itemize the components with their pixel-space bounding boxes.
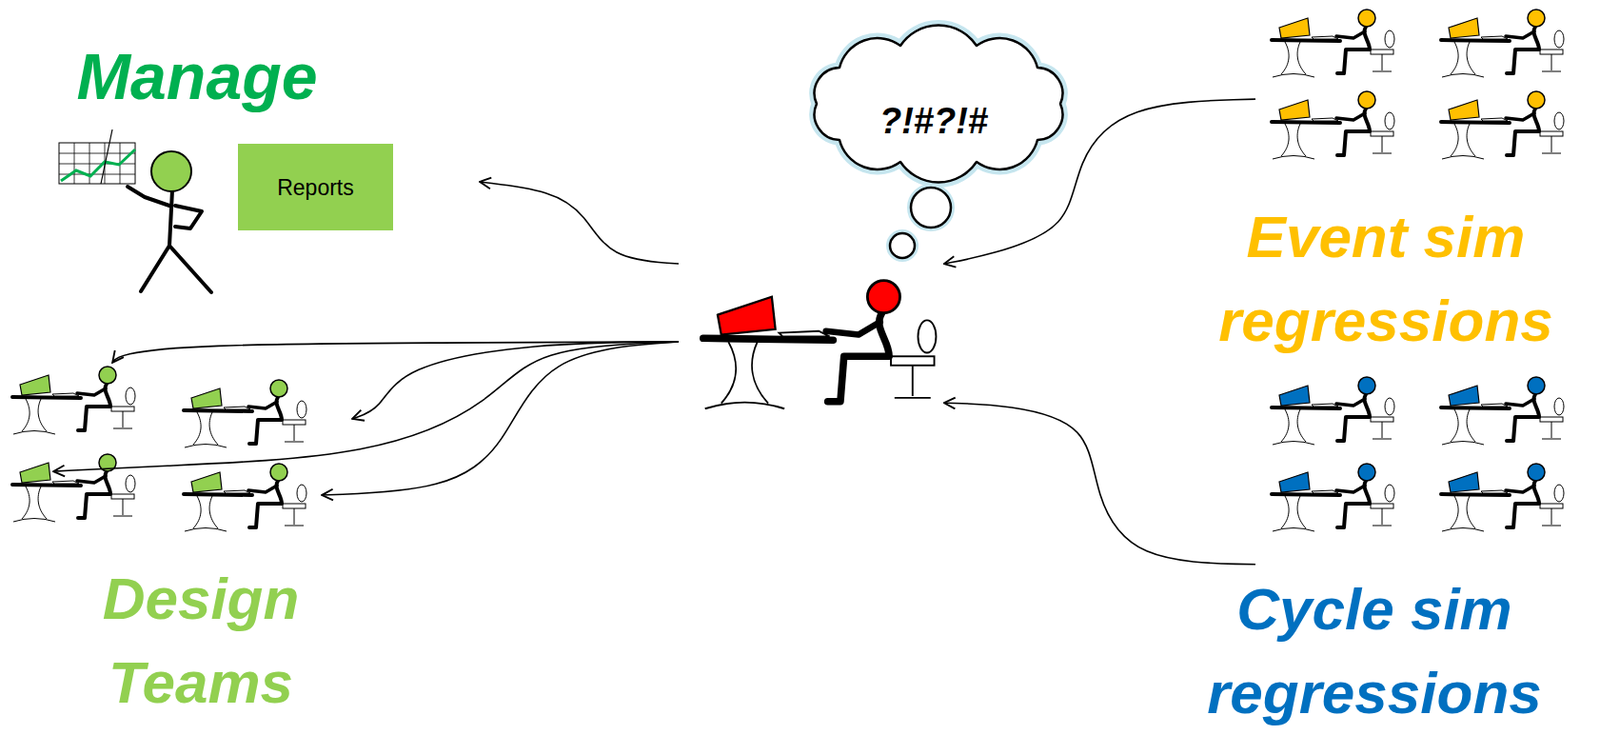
chart-frame xyxy=(59,142,136,184)
chart-trend xyxy=(60,149,136,181)
event-sim-figure xyxy=(1441,91,1564,159)
designer-figure xyxy=(12,454,136,522)
thought-bubble xyxy=(910,187,951,228)
engineer-figure xyxy=(703,280,937,410)
event-sim-figure xyxy=(1441,9,1564,78)
cycle-sim-group: Cycle sim regressions xyxy=(1255,366,1600,735)
cloud-shape xyxy=(814,25,1064,183)
group-heading: Cycle sim regressions xyxy=(1193,567,1556,735)
thought-bubble xyxy=(889,233,915,258)
designer-figure xyxy=(12,366,136,435)
connector-arrow xyxy=(53,341,679,472)
cloud-halo xyxy=(814,25,1064,183)
design-team-figures xyxy=(12,366,307,532)
connector-arrow xyxy=(944,402,1256,565)
connector-arrow xyxy=(479,181,679,264)
event-sim-figure xyxy=(1271,91,1395,159)
box-label: Reports xyxy=(276,174,355,201)
chart-grid xyxy=(59,142,136,184)
design-team-group: Design Teams xyxy=(0,333,372,735)
designer-figure xyxy=(183,463,307,532)
central-engineer xyxy=(703,280,937,410)
cloud-outline xyxy=(678,19,1079,419)
connector-arrow xyxy=(112,341,679,363)
group-heading: Manage xyxy=(54,34,340,119)
cycle-sim-figure xyxy=(1441,463,1564,532)
thought-bubble-halo xyxy=(889,233,915,258)
connector-arrow xyxy=(944,98,1256,264)
group-heading: Event sim regressions xyxy=(1204,195,1567,363)
manager-arm-akimbo xyxy=(175,205,202,229)
cycle-sim-figure xyxy=(1441,376,1564,445)
event-sim-group: Event sim regressions xyxy=(1255,0,1600,362)
connector-arrow xyxy=(321,341,679,495)
manager-body xyxy=(140,190,212,293)
chart-pointer xyxy=(100,129,113,184)
cycle-sim-figure xyxy=(1271,463,1395,532)
manager-figure xyxy=(59,129,212,293)
group-heading: Design Teams xyxy=(58,556,344,725)
thought-cloud: ?!#?!# xyxy=(678,19,1079,419)
event-sim-figure xyxy=(1271,9,1395,78)
designer-figure xyxy=(183,379,307,448)
report-box: Reports xyxy=(237,143,394,231)
manage-group: Reports Manage xyxy=(47,19,480,305)
event-sim-figures xyxy=(1271,9,1564,159)
thought-bubble-halo xyxy=(910,187,951,228)
manager-head xyxy=(151,151,192,192)
connector-arrow xyxy=(352,341,679,419)
cycle-sim-figures xyxy=(1271,376,1564,532)
cloud-text: ?!#?!# xyxy=(838,97,1029,145)
cycle-sim-figure xyxy=(1271,376,1395,445)
